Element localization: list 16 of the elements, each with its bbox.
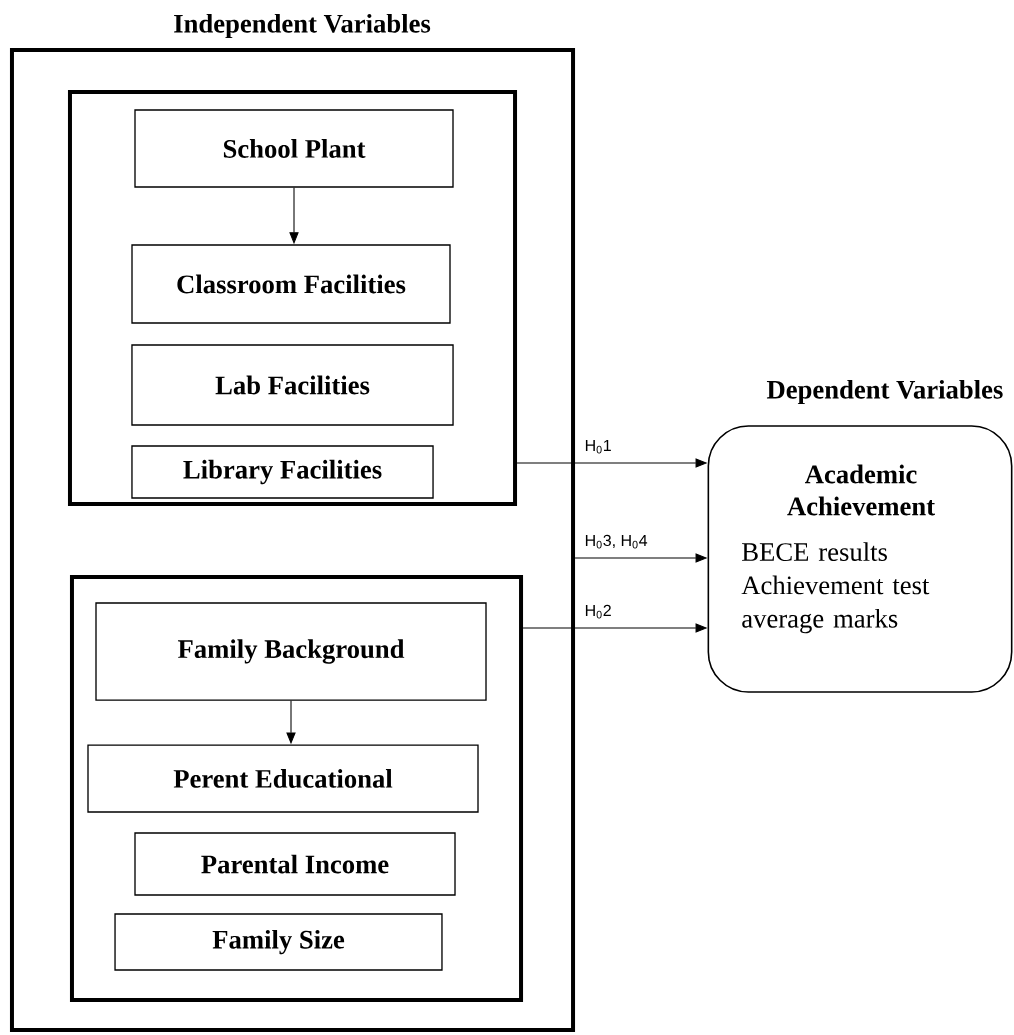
edge-label: H$_{0}$1 — [585, 439, 611, 454]
edge-label: H$_{0}$3, H$_{0}$4 — [585, 534, 648, 549]
node-label: Independent Variables — [174, 13, 431, 39]
text-box: Family Background — [95, 602, 487, 701]
group-box — [67, 90, 518, 506]
text-box: Perent Educational — [87, 744, 479, 813]
group-box — [69, 575, 524, 1002]
text-box: Classroom Facilities — [131, 244, 451, 324]
text-box: Lab Facilities — [131, 344, 454, 426]
rounded-box: Dependent Variables Academic Achievement BECE results Achievement test average marks — [707, 379, 1013, 693]
edge-label: H$_{0}$2 — [585, 604, 611, 619]
text-box: School Plant — [134, 109, 454, 188]
text-box: Family Size — [114, 913, 443, 971]
text-box: Parental Income — [134, 832, 456, 896]
text-box: Library Facilities — [131, 445, 434, 499]
node-label: Dependent Variables — [766, 379, 1003, 405]
